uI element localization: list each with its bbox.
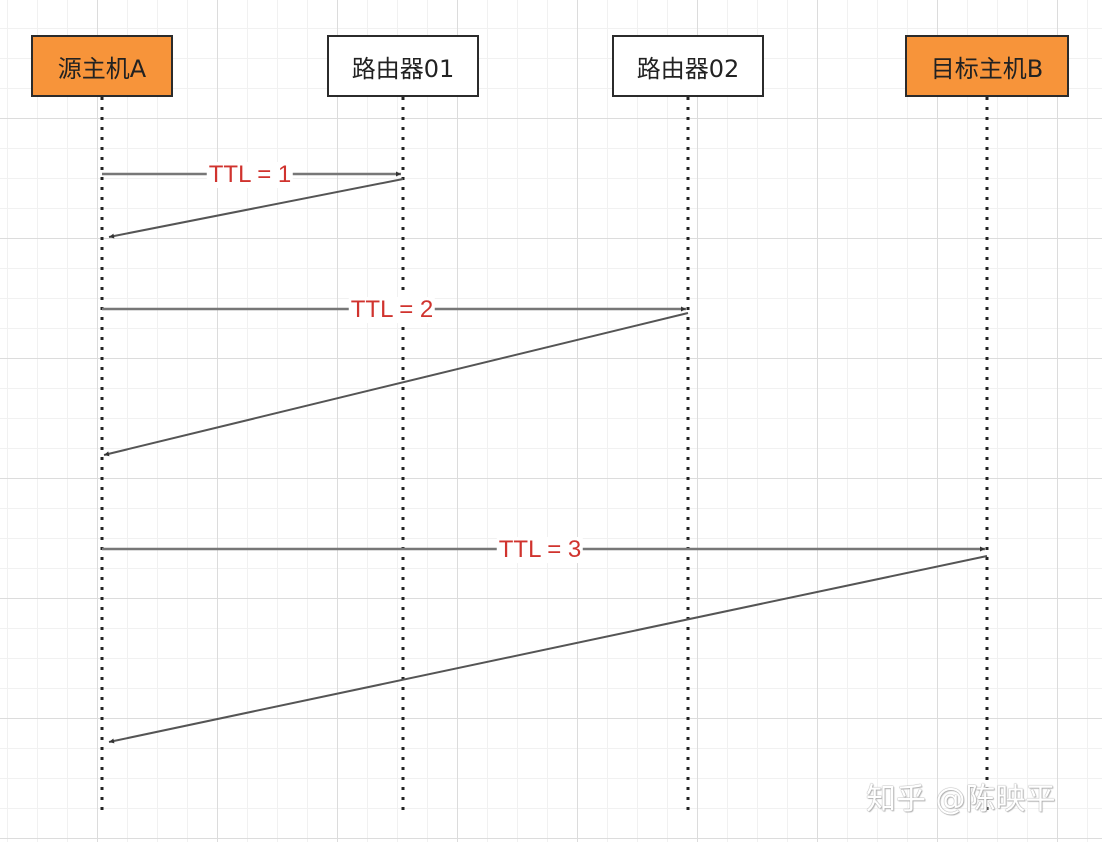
target-host-box: 目标主机B — [905, 35, 1069, 97]
router1-box: 路由器01 — [327, 35, 479, 97]
source-host-box: 源主机A — [31, 35, 173, 97]
ttl2-label: TTL = 2 — [348, 296, 436, 323]
target-host-label: 目标主机B — [930, 54, 1044, 83]
reply-from-router1-arrow — [108, 178, 404, 239]
router1-label: 路由器01 — [351, 54, 455, 83]
reply-from-router2-arrow — [103, 312, 689, 457]
watermark: 知乎 @陈映平 — [866, 782, 1056, 817]
router2-label: 路由器02 — [636, 54, 740, 83]
ttl1-label: TTL = 1 — [206, 161, 294, 188]
source-host-label: 源主机A — [57, 54, 147, 83]
reply-from-target-host-arrow — [108, 555, 988, 744]
router2-box: 路由器02 — [612, 35, 764, 97]
ttl3-label: TTL = 3 — [496, 536, 584, 563]
